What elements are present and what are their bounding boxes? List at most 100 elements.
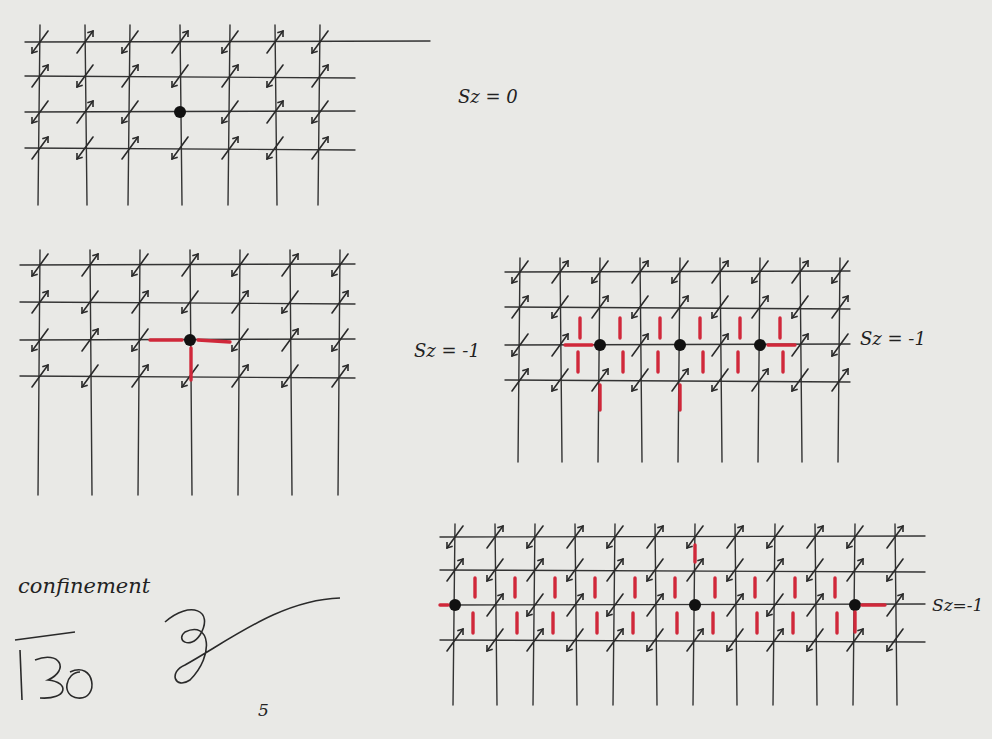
string-bond: [701, 352, 704, 372]
spin-arrow: [282, 254, 298, 276]
spin-arrow-head: [752, 277, 758, 283]
lattice-column: [495, 524, 497, 705]
spin-arrow-head: [32, 117, 38, 123]
spin-arrow-head: [657, 526, 663, 532]
spin-arrow: [32, 137, 48, 159]
lattice-column: [575, 524, 577, 705]
spin-arrow-head: [807, 575, 813, 581]
spin-arrow: [77, 137, 93, 159]
spin-arrow-head: [537, 629, 543, 635]
spin-arrow: [282, 291, 298, 313]
spin-arrow-head: [792, 312, 798, 318]
lattice-row: [20, 376, 355, 378]
spin-arrow: [312, 65, 328, 87]
spin-arrow-head: [522, 296, 528, 302]
spin-arrow: [527, 594, 543, 616]
string-bond: [862, 603, 885, 606]
spin-arrow-head: [632, 385, 638, 391]
spin-arrow-head: [647, 645, 653, 651]
lattice-column: [815, 524, 817, 705]
spin-arrow-head: [497, 594, 503, 600]
spin-arrow: [82, 291, 98, 313]
sz-label: Sz=-1: [932, 595, 983, 615]
spin-arrow-head: [42, 365, 48, 371]
string-bond: [793, 578, 796, 597]
spin-arrow: [487, 594, 503, 616]
spin-arrow-head: [817, 594, 823, 600]
spin-arrow-head: [722, 334, 728, 340]
spin-arrow-head: [527, 542, 533, 548]
spin-arrow: [182, 291, 198, 313]
spin-arrow: [332, 365, 348, 387]
lattice-row: [25, 76, 355, 78]
sz-label: Sz = -1: [414, 340, 480, 361]
string-bond: [656, 352, 659, 372]
spin-arrow: [807, 559, 823, 581]
spin-arrow-head: [632, 312, 638, 318]
spin-arrow-head: [172, 81, 178, 87]
string-bond: [778, 318, 781, 338]
lattice-column: [338, 250, 340, 495]
note-text: 5: [258, 700, 269, 720]
spin-arrow-head: [722, 261, 728, 267]
lattice-column: [518, 258, 520, 462]
lattice-column: [190, 250, 192, 495]
spin-arrow-head: [807, 645, 813, 651]
lattice-column: [453, 524, 455, 705]
spin-arrow-head: [737, 526, 743, 532]
spin-arrow: [712, 334, 728, 356]
spin-arrow: [512, 369, 528, 391]
spin-arrow: [832, 334, 848, 356]
spin-arrow: [687, 629, 703, 651]
note-text: confinement: [18, 574, 150, 598]
spin-arrow-head: [792, 385, 798, 391]
spin-arrow: [767, 526, 783, 548]
spin-arrow-head: [887, 645, 893, 651]
spin-arrow: [132, 365, 148, 387]
spin-arrow-head: [817, 526, 823, 532]
spinon-dot: [849, 599, 861, 611]
lattice-column: [85, 25, 87, 205]
spin-arrow: [832, 296, 848, 318]
spin-arrow-head: [232, 270, 238, 276]
spin-arrow: [77, 31, 93, 53]
string-bond: [791, 613, 794, 633]
spin-arrow-head: [332, 270, 338, 276]
string-bond: [621, 352, 624, 372]
spin-arrow: [267, 137, 283, 159]
spin-arrow: [752, 369, 768, 391]
spin-arrow: [282, 329, 298, 351]
spin-arrow: [887, 559, 903, 581]
lattice-column: [720, 258, 722, 462]
spin-arrow: [567, 559, 583, 581]
spin-arrow-head: [687, 542, 693, 548]
lattice-column: [758, 258, 760, 462]
sz-label: Sz = 0: [458, 86, 518, 107]
spin-arrow: [592, 296, 608, 318]
spin-arrow: [447, 559, 463, 581]
spin-arrow: [767, 594, 783, 616]
string-bond: [768, 343, 795, 346]
spinon-dot: [184, 334, 196, 346]
spin-arrow-head: [697, 629, 703, 635]
spin-arrow-head: [767, 542, 773, 548]
spin-arrow: [512, 261, 528, 283]
lattice-row: [505, 271, 850, 272]
spin-arrow-head: [602, 369, 608, 375]
spin-arrow-head: [487, 645, 493, 651]
spin-arrow-head: [142, 291, 148, 297]
spin-arrow-head: [87, 101, 93, 107]
spin-arrow: [312, 137, 328, 159]
spin-arrow: [82, 365, 98, 387]
spin-arrow-head: [647, 575, 653, 581]
spin-arrow-head: [847, 542, 853, 548]
spin-arrow-head: [592, 277, 598, 283]
spin-arrow-head: [842, 369, 848, 375]
spin-arrow-head: [42, 291, 48, 297]
spin-arrow-head: [457, 629, 463, 635]
spin-arrow-head: [447, 542, 453, 548]
spin-arrow: [672, 261, 688, 283]
spin-arrow: [607, 594, 623, 616]
spin-arrow-head: [577, 526, 583, 532]
spin-arrow: [712, 261, 728, 283]
